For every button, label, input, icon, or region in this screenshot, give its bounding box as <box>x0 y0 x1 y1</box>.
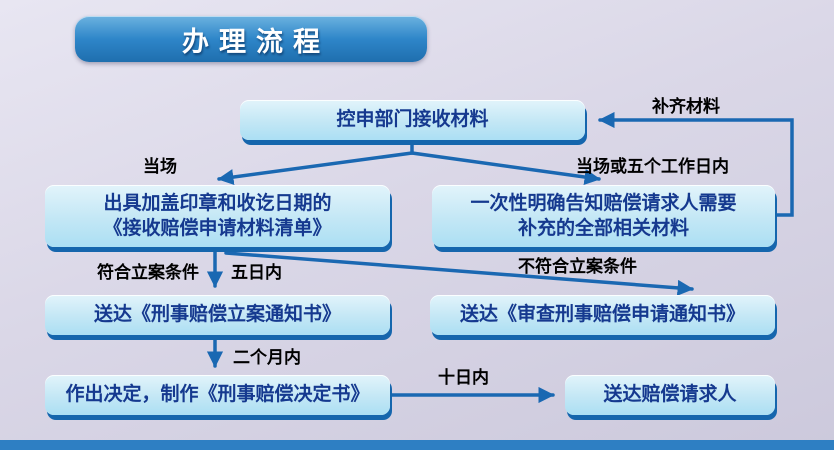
edge-label-on-site: 当场 <box>143 157 177 177</box>
edge-issue-list-to-review-notice <box>224 251 694 296</box>
edge-receive-to-issue-list <box>217 151 414 186</box>
node-inform: 一次性明确告知赔偿请求人需要 补充的全部相关材料 <box>432 185 775 247</box>
edge-label-on-site-or-five-days: 当场或五个工作日内 <box>576 157 729 177</box>
node-inform-line2: 补充的全部相关材料 <box>517 217 689 239</box>
node-issue-list-line2: 《接收赔偿申请材料清单》 <box>103 217 332 239</box>
edge-label-within-five-days: 五日内 <box>231 263 282 283</box>
node-receive: 控申部门接收材料 <box>240 100 585 140</box>
node-decision-label: 作出决定，制作《刑事赔偿决定书》 <box>65 383 370 406</box>
node-deliver: 送达赔偿请求人 <box>565 375 775 415</box>
node-deliver-label: 送达赔偿请求人 <box>603 383 737 406</box>
edge-label-not-meets-filing: 不符合立案条件 <box>518 257 637 277</box>
node-issue-list-line1: 出具加盖印章和收讫日期的 <box>103 191 332 214</box>
node-issue-list: 出具加盖印章和收讫日期的 《接收赔偿申请材料清单》 <box>45 185 390 247</box>
edge-label-within-two-months: 二个月内 <box>233 348 301 368</box>
page-title-banner: 办理流程 <box>75 16 427 62</box>
edge-inform-supplement-loop <box>598 111 794 217</box>
bottom-bar <box>0 440 834 450</box>
edge-label-supplement-materials: 补齐材料 <box>652 97 720 117</box>
edge-receive-to-inform <box>410 151 601 185</box>
node-review-notice: 送达《审查刑事赔偿申请通知书》 <box>430 295 775 335</box>
node-receive-label: 控申部门接收材料 <box>336 108 489 131</box>
edge-label-within-ten-days: 十日内 <box>438 368 489 388</box>
page-title: 办理流程 <box>182 26 330 58</box>
node-review-notice-label: 送达《审查刑事赔偿申请通知书》 <box>459 303 745 326</box>
node-inform-line1: 一次性明确告知赔偿请求人需要 <box>470 191 737 214</box>
node-filing-notice: 送达《刑事赔偿立案通知书》 <box>45 295 390 335</box>
node-filing-notice-label: 送达《刑事赔偿立案通知书》 <box>93 303 341 326</box>
edge-label-meets-filing: 符合立案条件 <box>97 263 199 283</box>
node-decision: 作出决定，制作《刑事赔偿决定书》 <box>45 375 390 415</box>
